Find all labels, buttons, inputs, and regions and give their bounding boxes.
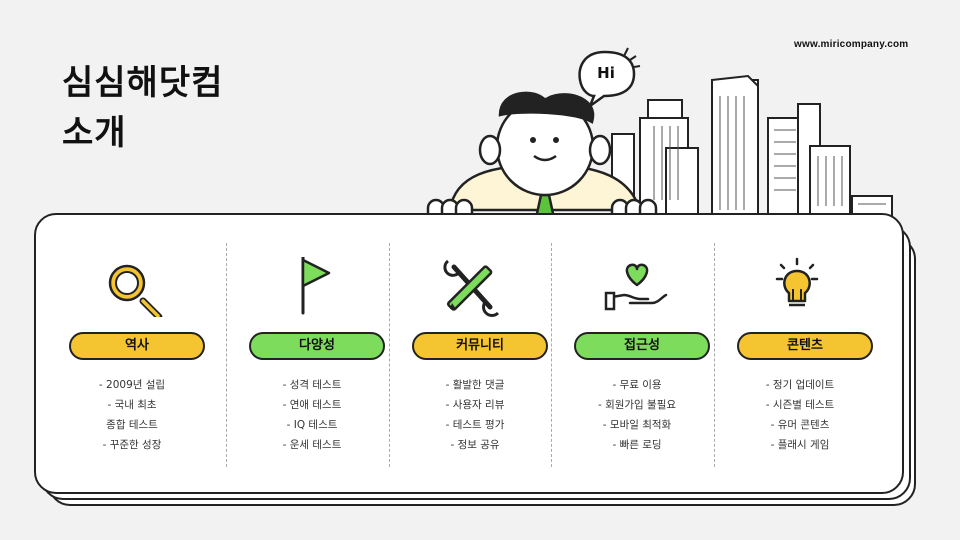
section-community-items: - 활발한 댓글 - 사용자 리뷰 - 테스트 평가 - 정보 공유 [394, 375, 556, 455]
page-title: 심심해닷컴 소개 [62, 58, 223, 158]
magnifier-icon [108, 264, 163, 317]
list-item: - 회원가입 불필요 [597, 399, 677, 411]
section-community: 커뮤니티 - 활발한 댓글 - 사용자 리뷰 - 테스트 평가 - 정보 공유 [394, 235, 556, 461]
list-item: - 2009년 설립 [98, 379, 166, 391]
list-item: - 정기 업데이트 [765, 379, 835, 391]
list-item: - 운세 테스트 [282, 439, 342, 451]
list-item: - 연애 테스트 [282, 399, 342, 411]
section-history-items: - 2009년 설립 - 국내 최초 종합 테스트 - 꾸준한 성장 [51, 375, 213, 455]
list-item: - 활발한 댓글 [445, 379, 505, 391]
city-buildings [611, 74, 893, 221]
list-item: - 시즌별 테스트 [765, 399, 835, 411]
section-diversity-items: - 성격 테스트 - 연애 테스트 - IQ 테스트 - 운세 테스트 [231, 375, 393, 455]
list-item: - 테스트 평가 [445, 419, 505, 431]
page-title-line-2: 소개 [62, 113, 127, 153]
list-item: 종합 테스트 [106, 419, 158, 431]
speech-bubble-text: Hi [597, 64, 615, 82]
list-item: - IQ 테스트 [286, 419, 338, 431]
page-title-line-1: 심심해닷컴 [62, 63, 224, 103]
tools-icon [443, 259, 500, 317]
list-item: - 성격 테스트 [282, 379, 342, 391]
heart-hand-icon [604, 263, 668, 311]
section-accessibility: 접근성 - 무료 이용 - 회원가입 불필요 - 모바일 최적화 - 빠른 로딩 [556, 235, 718, 461]
section-accessibility-label: 접근성 [574, 332, 710, 360]
character [426, 91, 658, 228]
column-divider [389, 243, 390, 467]
list-item: - 무료 이용 [612, 379, 662, 391]
list-item: - 국내 최초 [107, 399, 157, 411]
lightbulb-icon [775, 257, 819, 307]
section-diversity: 다양성 - 성격 테스트 - 연애 테스트 - IQ 테스트 - 운세 테스트 [231, 235, 393, 461]
list-item: - 모바일 최적화 [602, 419, 672, 431]
list-item: - 빠른 로딩 [612, 439, 662, 451]
column-divider [551, 243, 552, 467]
section-history: 역사 - 2009년 설립 - 국내 최초 종합 테스트 - 꾸준한 성장 [51, 235, 213, 461]
info-card: 역사 - 2009년 설립 - 국내 최초 종합 테스트 - 꾸준한 성장 다양… [34, 213, 904, 494]
column-divider [226, 243, 227, 467]
section-contents: 콘텐츠 - 정기 업데이트 - 시즌별 테스트 - 유머 콘텐츠 - 플래시 게… [719, 235, 881, 461]
section-contents-items: - 정기 업데이트 - 시즌별 테스트 - 유머 콘텐츠 - 플래시 게임 [719, 375, 881, 455]
speech-bubble [578, 47, 641, 110]
section-diversity-label: 다양성 [249, 332, 385, 360]
list-item: - 유머 콘텐츠 [770, 419, 830, 431]
website-url[interactable]: www.miricompany.com [794, 39, 909, 50]
list-item: - 꾸준한 성장 [102, 439, 162, 451]
list-item: - 정보 공유 [450, 439, 500, 451]
column-divider [714, 243, 715, 467]
section-history-label: 역사 [69, 332, 205, 360]
list-item: - 플래시 게임 [770, 439, 830, 451]
section-accessibility-items: - 무료 이용 - 회원가입 불필요 - 모바일 최적화 - 빠른 로딩 [556, 375, 718, 455]
list-item: - 사용자 리뷰 [445, 399, 505, 411]
section-contents-label: 콘텐츠 [737, 332, 873, 360]
flag-icon [301, 257, 331, 315]
section-community-label: 커뮤니티 [412, 332, 548, 360]
